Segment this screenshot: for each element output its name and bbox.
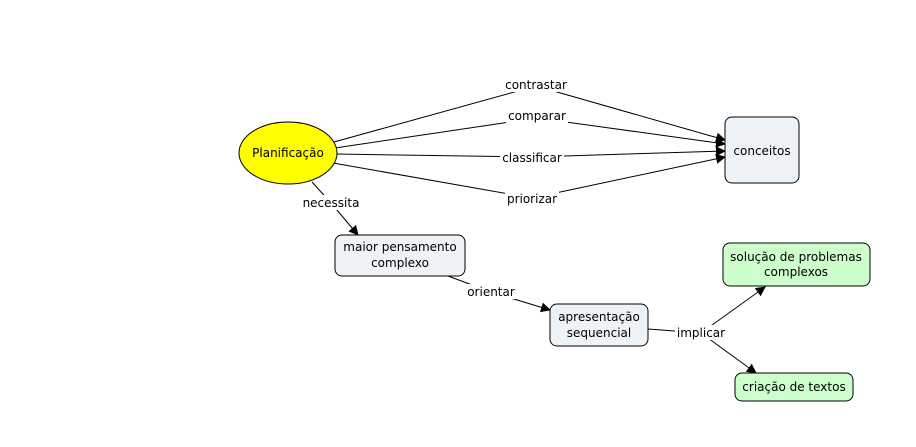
svg-text:criação de textos: criação de textos bbox=[742, 380, 845, 394]
svg-text:orientar: orientar bbox=[467, 285, 515, 299]
node-maior-pensamento[interactable]: maior pensamento complexo bbox=[334, 234, 466, 277]
edge-priorizar bbox=[332, 153, 726, 199]
link-label-classificar: classificar bbox=[500, 150, 564, 165]
svg-text:apresentação: apresentação bbox=[558, 310, 640, 324]
link-label-implicar: implicar bbox=[675, 325, 727, 340]
svg-text:sequencial: sequencial bbox=[567, 326, 631, 340]
svg-text:conceitos: conceitos bbox=[733, 144, 790, 158]
link-label-priorizar: priorizar bbox=[505, 191, 559, 206]
svg-text:solução de problemas: solução de problemas bbox=[730, 250, 862, 264]
svg-text:Planificação: Planificação bbox=[252, 146, 324, 160]
link-label-necessita: necessita bbox=[300, 195, 362, 210]
edge-comparar bbox=[334, 117, 726, 149]
link-label-comparar: comparar bbox=[506, 108, 568, 123]
link-label-contrastar: contrastar bbox=[502, 77, 570, 92]
svg-text:complexos: complexos bbox=[764, 265, 828, 279]
svg-text:classificar: classificar bbox=[502, 151, 562, 165]
node-conceitos[interactable]: conceitos bbox=[724, 116, 800, 184]
svg-text:implicar: implicar bbox=[677, 326, 725, 340]
edge-classificar bbox=[335, 146, 726, 158]
edge-contrastar bbox=[333, 85, 726, 143]
link-label-orientar: orientar bbox=[464, 284, 518, 299]
node-planificacao[interactable]: Planificação bbox=[238, 121, 338, 185]
svg-text:comparar: comparar bbox=[508, 109, 566, 123]
svg-text:necessita: necessita bbox=[303, 196, 360, 210]
svg-text:contrastar: contrastar bbox=[505, 78, 567, 92]
svg-text:priorizar: priorizar bbox=[507, 192, 557, 206]
node-apresentacao[interactable]: apresentação sequencial bbox=[549, 303, 649, 347]
svg-text:maior pensamento: maior pensamento bbox=[343, 240, 456, 254]
svg-text:complexo: complexo bbox=[371, 256, 429, 270]
node-criacao[interactable]: criação de textos bbox=[734, 372, 854, 402]
node-solucao[interactable]: solução de problemas complexos bbox=[722, 242, 871, 287]
